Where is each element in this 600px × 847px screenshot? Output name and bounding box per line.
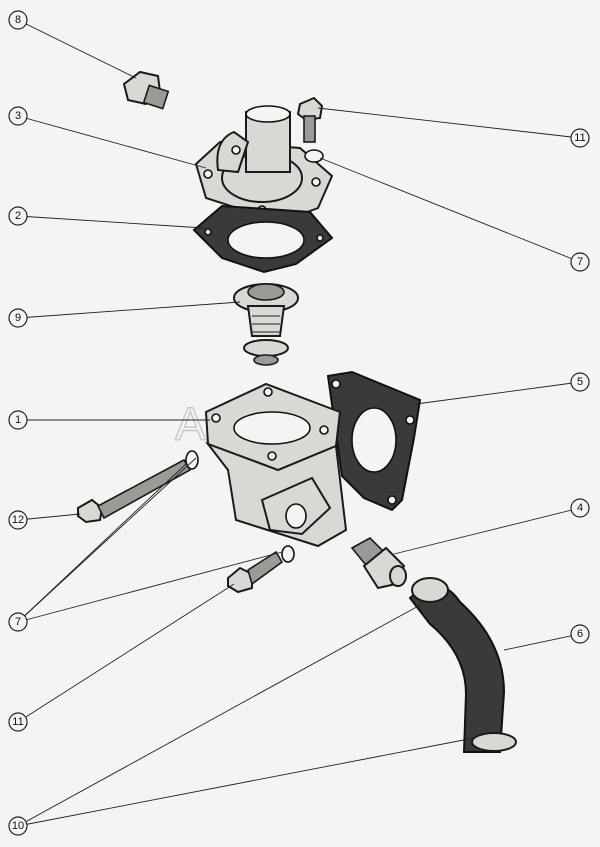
part-5-flange-gasket	[326, 370, 422, 512]
part-6-hose	[408, 577, 517, 753]
callout-1: 1	[8, 410, 28, 430]
leader-6	[503, 633, 581, 651]
callout-11-right: 11	[570, 128, 590, 148]
callout-4: 4	[570, 498, 590, 518]
leader-8	[17, 19, 137, 79]
part-3-thermostat-cover	[194, 105, 334, 222]
callout-3: 3	[8, 106, 28, 126]
svg-text:11: 11	[12, 716, 23, 728]
leader-5	[415, 381, 581, 405]
leader-11a	[17, 583, 235, 723]
svg-text:11: 11	[574, 132, 585, 144]
callout-7-right: 7	[570, 252, 590, 272]
callout-5: 5	[570, 372, 590, 392]
part-12-long-bolt	[77, 458, 192, 524]
part-7-washer-short-bolt	[281, 545, 295, 563]
leader-7a-3	[17, 551, 283, 623]
svg-text:9: 9	[15, 312, 21, 324]
svg-text:3: 3	[15, 110, 21, 122]
part-7-washer-long-bolt	[185, 450, 199, 470]
leader-10-2	[17, 737, 475, 827]
callout-7-left: 7	[8, 612, 28, 632]
callout-12: 12	[8, 510, 28, 530]
svg-text:1: 1	[15, 414, 21, 426]
part-4-union-fitting	[350, 537, 407, 590]
callout-10: 10	[8, 816, 28, 836]
svg-text:7: 7	[15, 616, 21, 628]
part-9-thermostat	[233, 283, 299, 366]
svg-text:4: 4	[577, 502, 583, 514]
part-7-washer-top	[304, 149, 324, 163]
part-1-thermostat-housing	[204, 382, 348, 548]
callout-11-left: 11	[8, 712, 28, 732]
callout-6: 6	[570, 624, 590, 644]
leader-12	[17, 513, 81, 521]
leader-4	[393, 507, 581, 555]
leader-11b	[317, 107, 581, 139]
leader-10-1	[17, 603, 423, 827]
callout-2: 2	[8, 206, 28, 226]
part-2-gasket	[192, 204, 334, 274]
part-11-bolt-top	[296, 96, 324, 143]
svg-text:2: 2	[15, 210, 21, 222]
leader-9	[17, 301, 241, 319]
svg-text:6: 6	[577, 628, 583, 640]
svg-text:10: 10	[12, 820, 24, 832]
callout-8: 8	[8, 10, 28, 30]
leader-7b	[319, 157, 581, 263]
part-8-plug	[122, 70, 170, 110]
callout-9: 9	[8, 308, 28, 328]
svg-text:8: 8	[15, 14, 21, 26]
svg-text:12: 12	[12, 514, 24, 526]
leader-7a-2	[17, 457, 197, 623]
leader-2	[17, 215, 205, 229]
svg-text:5: 5	[577, 376, 583, 388]
leader-3	[17, 115, 207, 169]
svg-text:7: 7	[577, 256, 583, 268]
part-11-bolt-bottom	[227, 550, 284, 594]
